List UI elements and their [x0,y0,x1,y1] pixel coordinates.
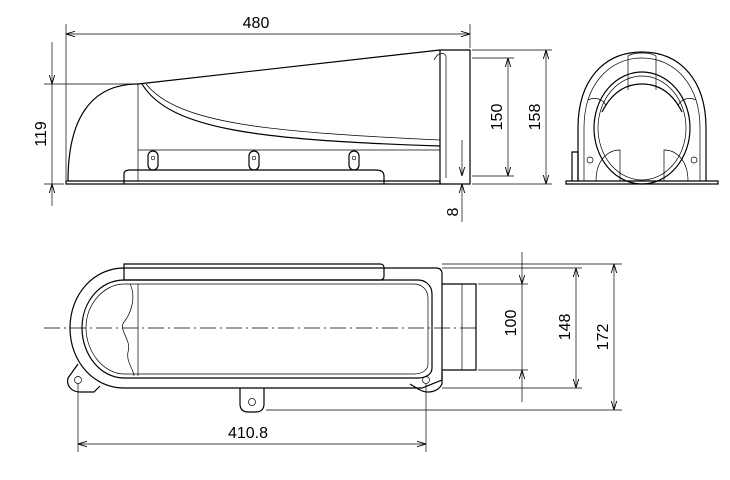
mounting-slot [147,150,159,171]
mounting-slot [348,150,360,171]
mounting-slot [248,150,260,171]
dimension-150: 150 [472,57,514,177]
dimension-119: 119 [33,42,136,206]
dim-text-410-8: 410.8 [228,425,268,442]
dimension-480: 480 [65,15,471,180]
dim-text-150: 150 [489,104,506,131]
dimension-100: 100 [478,252,528,402]
dimension-158: 158 [472,49,552,185]
dim-text-158: 158 [527,104,544,131]
dimension-410-8: 410.8 [77,384,427,452]
dim-text-172: 172 [595,324,612,351]
side-view: 480 119 150 158 8 [33,15,552,222]
dim-text-100: 100 [503,310,520,337]
dimension-8: 8 [445,140,470,222]
dim-text-8: 8 [445,207,462,216]
dim-text-480: 480 [243,15,270,32]
front-view [565,51,719,185]
dimension-148: 148 [442,267,582,389]
plan-view: 100 148 172 410.8 [44,252,622,452]
dim-text-148: 148 [557,314,574,341]
dimension-172: 172 [266,263,622,411]
dim-text-119: 119 [33,121,50,147]
